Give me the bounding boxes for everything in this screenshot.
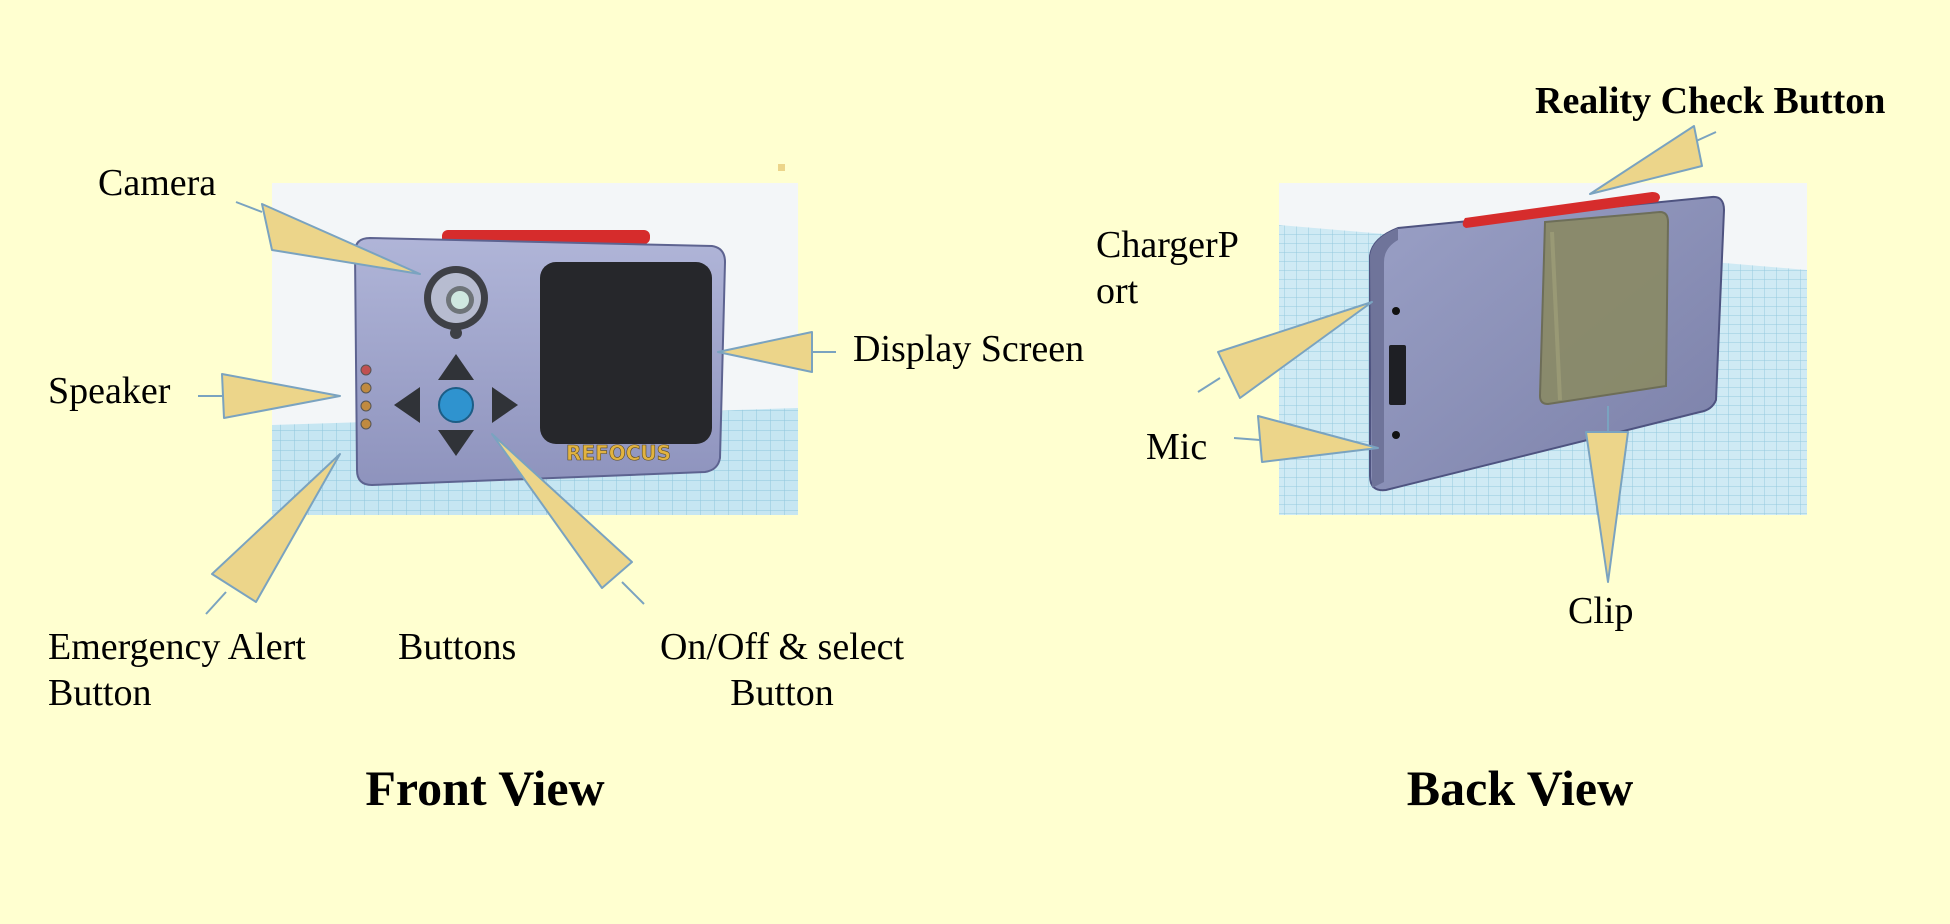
display-screen-shape bbox=[540, 262, 712, 444]
callout-speaker bbox=[221, 373, 341, 419]
camera-lens bbox=[424, 266, 488, 339]
label-mic: Mic bbox=[1146, 426, 1208, 468]
callout-emergency bbox=[211, 453, 341, 603]
mic-hole-top bbox=[1392, 307, 1400, 315]
front-device-image: REFOCUS bbox=[272, 183, 798, 515]
callout-camera bbox=[261, 203, 421, 275]
charger-port-shape bbox=[1389, 345, 1406, 405]
callout-charger bbox=[1217, 301, 1373, 399]
label-speaker: Speaker bbox=[48, 370, 171, 412]
callouts bbox=[198, 125, 1717, 615]
label-clip: Clip bbox=[1568, 590, 1634, 632]
speaker-dots bbox=[360, 364, 372, 430]
label-buttons: Buttons bbox=[398, 626, 517, 668]
brand-logo: REFOCUS bbox=[566, 441, 671, 465]
label-onoff-select-button: On/Off & select Button bbox=[659, 626, 905, 714]
mic-hole bbox=[1392, 431, 1400, 439]
d-pad bbox=[394, 354, 518, 456]
label-display-screen: Display Screen bbox=[853, 328, 1085, 370]
callout-clip bbox=[1585, 431, 1629, 583]
callout-reality bbox=[1589, 125, 1703, 195]
callout-mic bbox=[1257, 415, 1379, 463]
callout-display bbox=[717, 331, 813, 373]
clip-shape bbox=[1538, 210, 1670, 406]
label-camera: Camera bbox=[98, 162, 217, 204]
label-charger-port: ChargerP ort bbox=[1096, 224, 1239, 312]
label-emergency-alert-button: Emergency Alert Button bbox=[48, 626, 306, 714]
callout-onoff bbox=[491, 433, 633, 589]
back-view-title: Back View bbox=[1406, 760, 1634, 816]
speck-mark bbox=[778, 164, 785, 171]
front-view-title: Front View bbox=[365, 760, 605, 816]
label-reality-check-button: Reality Check Button bbox=[1535, 80, 1886, 122]
back-top-red-button bbox=[1462, 192, 1660, 228]
back-device-image bbox=[1279, 183, 1807, 515]
